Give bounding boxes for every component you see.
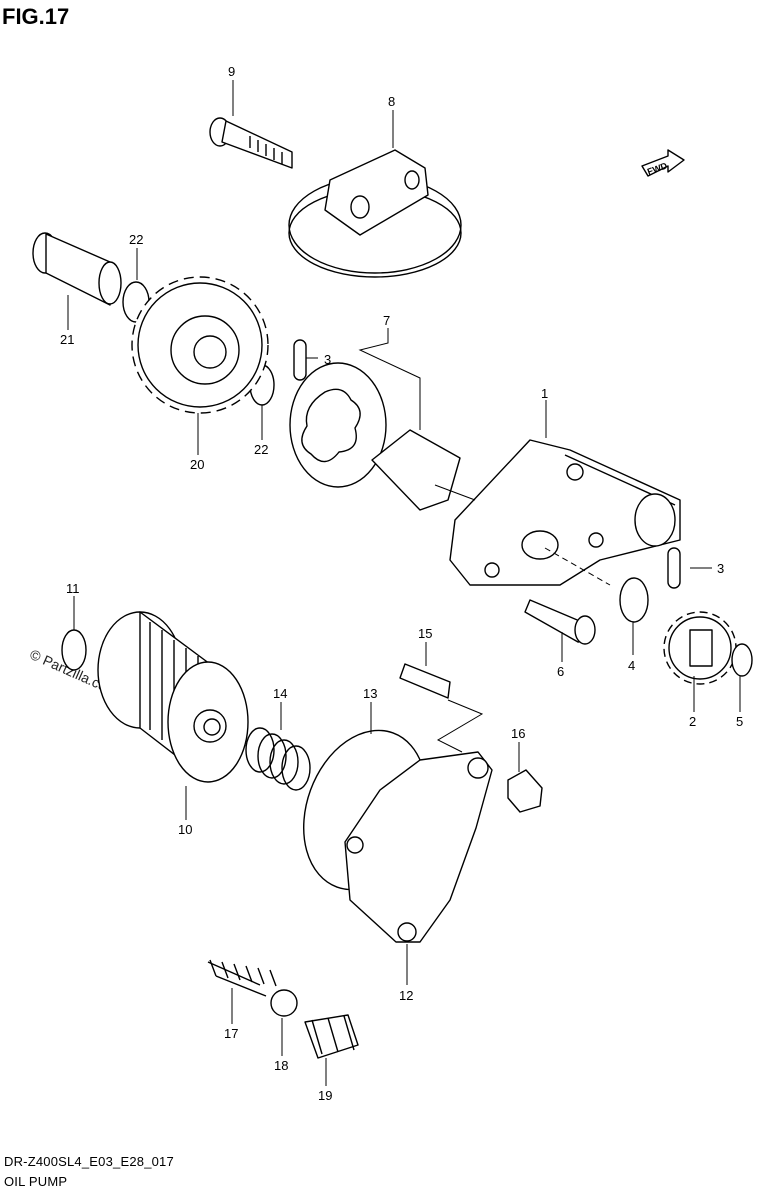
forward-arrow-icon: FWD <box>641 149 685 177</box>
part-17-spring <box>207 959 277 997</box>
part-16-cap-nut <box>507 769 543 813</box>
callout-18: 18 <box>274 1058 288 1073</box>
part-5-circlip <box>731 643 753 677</box>
part-11-o-ring <box>61 629 87 671</box>
part-1-pump-body <box>434 439 681 586</box>
callout-17: 17 <box>224 1026 238 1041</box>
callout-9: 9 <box>228 64 235 79</box>
callout-10: 10 <box>178 822 192 837</box>
part-8-cap <box>288 149 462 278</box>
callout-3a: 3 <box>324 352 331 367</box>
part-19-plug <box>304 1014 359 1059</box>
part-4-washer <box>619 577 649 623</box>
part-14-spring <box>245 727 311 791</box>
part-2-gear <box>663 611 737 685</box>
part-3-pin-b <box>667 547 681 589</box>
part-21-shaft <box>32 232 122 306</box>
assembly-name: OIL PUMP <box>4 1174 68 1189</box>
callout-22b: 22 <box>254 442 268 457</box>
part-9-bolt <box>209 117 293 169</box>
callout-12: 12 <box>399 988 413 1003</box>
callout-7: 7 <box>383 313 390 328</box>
callout-5: 5 <box>736 714 743 729</box>
callout-16: 16 <box>511 726 525 741</box>
part-6-screw <box>524 599 596 645</box>
part-3-pin-a <box>293 339 307 381</box>
part-18-ball <box>270 989 298 1017</box>
callout-13: 13 <box>363 686 377 701</box>
callout-14: 14 <box>273 686 287 701</box>
callout-22a: 22 <box>129 232 143 247</box>
callout-3b: 3 <box>717 561 724 576</box>
callout-21: 21 <box>60 332 74 347</box>
callout-labels: 1 2 3 3 4 5 6 7 8 9 10 11 12 13 14 15 16… <box>60 64 743 1103</box>
part-12-filter-cap <box>344 751 493 943</box>
callout-11: 11 <box>66 581 80 596</box>
part-10-filter <box>97 611 249 783</box>
figure-title: FIG.17 <box>2 4 70 29</box>
model-code: DR-Z400SL4_E03_E28_017 <box>4 1154 174 1169</box>
callout-8: 8 <box>388 94 395 109</box>
callout-1: 1 <box>541 386 548 401</box>
callout-20: 20 <box>190 457 204 472</box>
leader-lines <box>67 80 741 1086</box>
callout-4: 4 <box>628 658 635 673</box>
callout-19: 19 <box>318 1088 332 1103</box>
part-20-gear <box>131 276 269 414</box>
part-7-rotor <box>289 362 461 511</box>
callout-6: 6 <box>557 664 564 679</box>
callout-2: 2 <box>689 714 696 729</box>
callout-15: 15 <box>418 626 432 641</box>
part-15-stud <box>399 663 451 699</box>
